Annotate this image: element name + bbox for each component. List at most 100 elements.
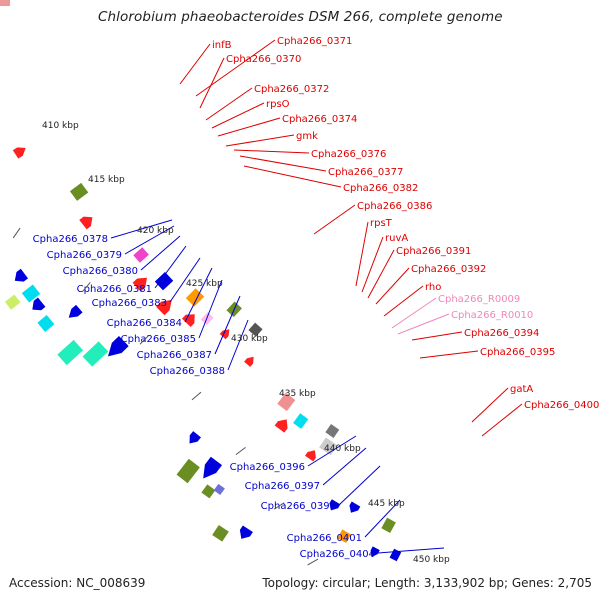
accession-text: Accession: NC_008639	[9, 576, 146, 590]
gene-body	[389, 548, 402, 562]
leader-line	[184, 267, 213, 323]
tick-mark-7	[235, 447, 246, 455]
gene-label-reverse: Cpha266_0396	[230, 462, 305, 473]
gene-31	[32, 297, 46, 311]
gene-label-forward: Cpha266_0377	[328, 167, 403, 178]
gene-body	[21, 284, 41, 303]
gene-arrow	[219, 329, 230, 340]
gene-38	[79, 216, 93, 230]
gene-62	[239, 525, 253, 539]
leader-line	[375, 267, 410, 305]
gene-body	[82, 341, 109, 367]
tick-label-1: 410 kbp	[42, 121, 79, 131]
gene-52	[203, 456, 223, 479]
tick-label-3: 420 kbp	[137, 226, 174, 236]
tick-label-2: 415 kbp	[88, 175, 125, 185]
gene-29	[21, 284, 41, 303]
gene-label-reverse: Cpha266_0385	[121, 334, 196, 345]
leader-line	[355, 221, 369, 287]
gene-label-reverse: Cpha266_0379	[47, 250, 122, 261]
leader-line	[322, 447, 367, 486]
gene-arrow	[244, 356, 254, 367]
gene-53	[201, 484, 216, 499]
leader-line	[419, 350, 479, 359]
tick-label-5: 430 kbp	[231, 334, 268, 344]
leader-line	[227, 319, 249, 371]
gene-32	[37, 315, 55, 332]
gene-39	[133, 247, 149, 263]
leader-line	[233, 149, 310, 154]
gene-56	[274, 419, 288, 433]
leader-line	[338, 465, 381, 506]
gene-arrow	[349, 501, 361, 513]
gene-label-forward: Cpha266_0400	[524, 400, 599, 411]
gene-arrow	[370, 546, 380, 558]
gene-label-forward: Cpha266_0376	[311, 149, 386, 160]
gene-label-forward: gatA	[510, 384, 533, 395]
tick-label-6: 435 kbp	[279, 389, 316, 399]
leader-line	[211, 102, 265, 129]
gene-arrow	[132, 277, 147, 292]
leader-line	[214, 295, 241, 355]
gene-label-reverse: Cpha266_0383	[92, 298, 167, 309]
gene-55	[277, 392, 296, 412]
tick-mark-4	[82, 282, 91, 292]
gene-label-forward: rho	[425, 282, 441, 293]
gene-34	[57, 339, 84, 366]
gene-64	[349, 501, 361, 513]
gene-body	[201, 484, 216, 499]
leader-line	[313, 204, 356, 235]
tick-mark-5	[139, 335, 149, 345]
gene-arrow	[107, 336, 129, 357]
gene-label-forward: infB	[212, 40, 232, 51]
leader-line	[377, 547, 445, 554]
leader-line	[397, 313, 450, 335]
gene-body	[325, 424, 340, 438]
gene-label-rna: Cpha266_R0010	[451, 310, 533, 321]
gene-label-forward: gmk	[296, 131, 318, 142]
gene-label-forward: Cpha266_0386	[357, 201, 432, 212]
gene-37	[69, 182, 89, 201]
leader-line	[179, 43, 211, 85]
gene-30	[4, 294, 21, 310]
gene-arrow	[79, 216, 93, 230]
gene-body	[213, 483, 225, 495]
leader-line	[471, 387, 509, 423]
gene-arrow	[274, 419, 288, 433]
gene-arrow	[189, 431, 201, 444]
gene-57	[293, 413, 309, 429]
gene-body	[176, 458, 200, 484]
gene-36	[107, 336, 129, 357]
gene-33	[68, 304, 83, 318]
gene-label-forward: Cpha266_0372	[254, 84, 329, 95]
gene-44	[182, 314, 195, 327]
gene-label-reverse: Cpha266_0380	[63, 266, 138, 277]
leader-line	[169, 257, 201, 303]
gene-arrow	[32, 297, 46, 311]
gene-49	[244, 356, 254, 367]
gene-label-reverse: Cpha266_0404	[300, 549, 375, 560]
gene-label-forward: rpsT	[370, 218, 393, 229]
gene-body	[154, 272, 174, 291]
tick-mark-9	[307, 558, 319, 566]
leader-line	[110, 219, 173, 239]
gene-68	[389, 548, 402, 562]
gene-6	[0, 0, 10, 6]
gene-body	[133, 247, 149, 263]
gene-arrow	[182, 314, 195, 327]
gene-label-forward: Cpha266_0382	[343, 183, 418, 194]
gene-label-forward: Cpha266_0371	[277, 36, 352, 47]
leader-line	[140, 235, 181, 271]
gene-label-reverse: Cpha266_0384	[107, 318, 182, 329]
gene-arrow	[156, 299, 172, 316]
gene-label-forward: ruvA	[385, 233, 408, 244]
gene-body	[0, 0, 10, 6]
gene-arrow	[68, 304, 83, 318]
tick-label-7: 440 kbp	[324, 444, 361, 454]
leader-line	[225, 134, 295, 147]
tick-mark-6	[191, 391, 202, 401]
gene-label-forward: Cpha266_0395	[480, 347, 555, 358]
gene-label-forward: Cpha266_0392	[411, 264, 486, 275]
